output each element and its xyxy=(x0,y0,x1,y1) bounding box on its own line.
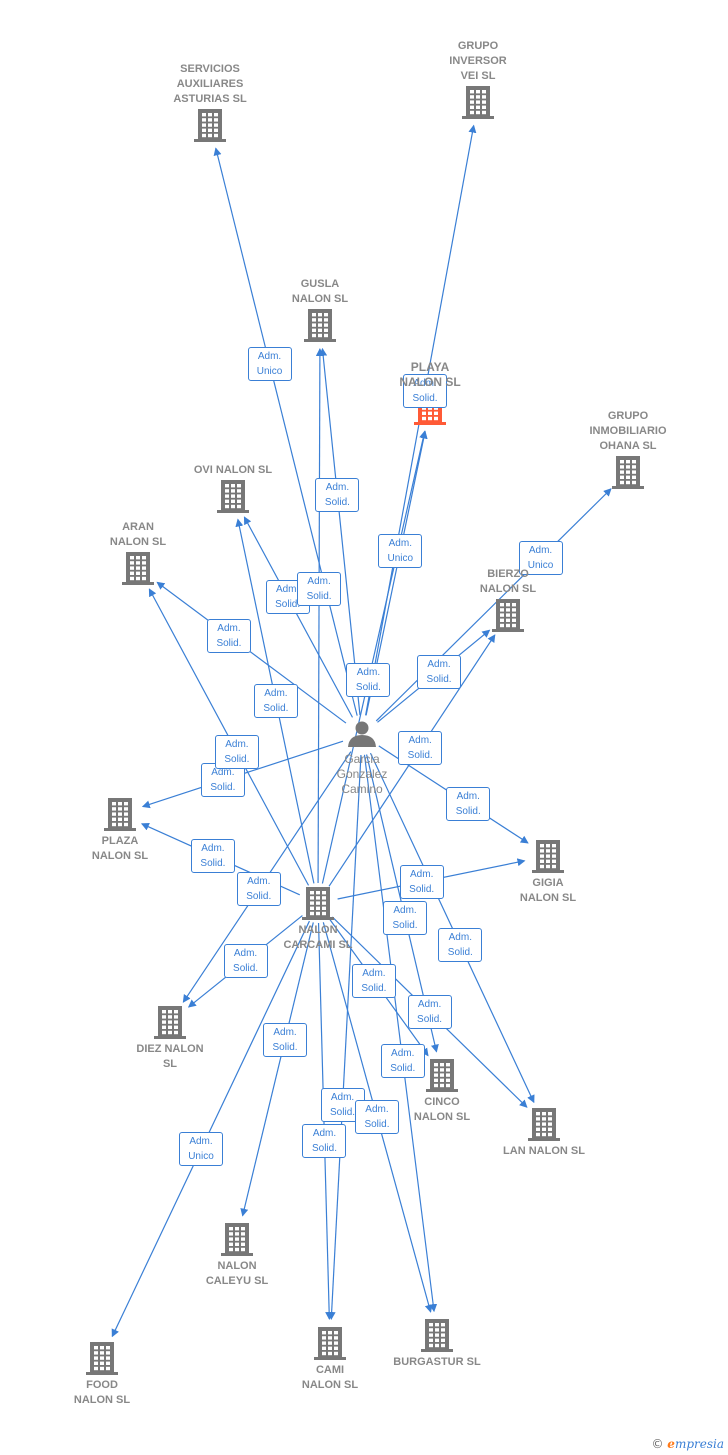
company-label-nalon-carcami[interactable]: NALON CARCAMI SL xyxy=(283,924,353,951)
edge-label-garcia-to-burgastur[interactable]: Adm. Solid. xyxy=(380,1043,425,1078)
company-label-grupo-ohana[interactable]: GRUPO INMOBILIARIO OHANA SL xyxy=(589,410,667,452)
company-label-plaza[interactable]: PLAZA NALON SL xyxy=(91,835,149,862)
edge-label-nalon-carcami-to-ovi[interactable]: Adm. Solid. xyxy=(253,684,298,719)
company-label-lan[interactable]: LAN NALON SL xyxy=(503,1145,585,1157)
edge-garcia-to-lan xyxy=(369,752,535,1104)
building-icon-grupo-inversor[interactable] xyxy=(462,86,494,119)
building-icon-burgastur[interactable] xyxy=(421,1319,453,1352)
edge-garcia-to-cami xyxy=(327,754,362,1321)
company-label-cami[interactable]: CAMI NALON SL xyxy=(301,1364,359,1391)
building-icon-servicios[interactable] xyxy=(194,109,226,142)
edge-garcia-to-aran xyxy=(156,581,347,724)
building-icon-cinco[interactable] xyxy=(426,1059,458,1092)
company-label-ovi[interactable]: OVI NALON SL xyxy=(193,464,273,476)
edge-label-garcia-to-cinco[interactable]: Adm. Solid. xyxy=(383,900,428,935)
edge-label-garcia-to-gusla[interactable]: Adm. Solid. xyxy=(315,478,360,513)
edge-label-garcia-to-grupo-inversor[interactable]: Adm. Solid. xyxy=(403,373,448,408)
edge-nalon-carcami-to-playa xyxy=(321,430,428,884)
edge-nalon-carcami-to-food xyxy=(111,920,310,1338)
company-label-burgastur[interactable]: BURGASTUR SL xyxy=(393,1356,481,1368)
edge-garcia-to-grupo-ohana xyxy=(375,488,612,722)
company-label-grupo-inversor[interactable]: GRUPO INVERSOR VEI SL xyxy=(449,40,507,82)
edge-label-garcia-to-diez[interactable]: Adm. Solid. xyxy=(236,872,281,907)
empresia-logo: © empresia xyxy=(651,1437,724,1451)
edge-label-nalon-carcami-to-plaza[interactable]: Adm. Solid. xyxy=(190,838,235,873)
edge-label-garcia-to-servicios[interactable]: Adm. Unico xyxy=(247,346,292,381)
company-label-food[interactable]: FOOD NALON SL xyxy=(73,1379,131,1406)
person-icon[interactable] xyxy=(348,721,376,748)
edge-nalon-carcami-to-nalon-caleyu xyxy=(240,922,314,1217)
edge-label-garcia-to-lan[interactable]: Adm. Solid. xyxy=(438,928,483,963)
building-icon-bierzo[interactable] xyxy=(492,599,524,632)
company-label-servicios[interactable]: SERVICIOS AUXILIARES ASTURIAS SL xyxy=(173,63,247,105)
building-icon-aran[interactable] xyxy=(122,552,154,585)
company-label-gusla[interactable]: GUSLA NALON SL xyxy=(291,278,349,305)
building-icon-nalon-caleyu[interactable] xyxy=(221,1223,253,1256)
building-icon-grupo-ohana[interactable] xyxy=(612,456,644,489)
edge-label-nalon-carcami-to-food[interactable]: Adm. Unico xyxy=(179,1132,223,1167)
edge-label-nalon-carcami-to-gigia[interactable]: Adm. Solid. xyxy=(399,864,444,899)
building-icon-nalon-carcami[interactable] xyxy=(302,887,334,920)
edge-label-nalon-carcami-to-cami[interactable]: Adm. Solid. xyxy=(302,1123,347,1158)
edge-label-garcia-to-plaza[interactable]: Adm. Solid. xyxy=(200,763,245,798)
edge-garcia-to-burgastur xyxy=(363,754,438,1313)
edge-label-nalon-carcami-to-lan[interactable]: Adm. Solid. xyxy=(407,995,452,1030)
edge-label-nalon-carcami-to-playa[interactable]: Adm. Solid. xyxy=(346,663,391,698)
building-icon-diez[interactable] xyxy=(154,1006,186,1039)
building-icon-food[interactable] xyxy=(86,1342,118,1375)
edge-label-nalon-carcami-to-nalon-caleyu[interactable]: Adm. Solid. xyxy=(263,1022,308,1057)
edge-label-garcia-to-bierzo[interactable]: Adm. Solid. xyxy=(417,654,462,689)
company-label-cinco[interactable]: CINCO NALON SL xyxy=(413,1096,471,1123)
person-label[interactable]: Garcia Gonzalez Camino xyxy=(336,752,388,796)
building-icon-gigia[interactable] xyxy=(532,840,564,873)
building-icon-lan[interactable] xyxy=(528,1108,560,1141)
edge-label-garcia-to-grupo-ohana[interactable]: Adm. Unico xyxy=(518,541,563,576)
edge-label-nalon-carcami-to-diez[interactable]: Adm. Solid. xyxy=(223,944,268,979)
edge-label-garcia-to-gigia[interactable]: Adm. Solid. xyxy=(446,787,491,822)
edge-label-nalon-carcami-to-gusla[interactable]: Adm. Solid. xyxy=(297,572,342,607)
company-label-playa[interactable]: PLAYA NALON SL xyxy=(399,360,461,389)
company-label-gigia[interactable]: GIGIA NALON SL xyxy=(519,877,577,904)
edge-label-nalon-carcami-to-bierzo[interactable]: Adm. Solid. xyxy=(398,731,443,766)
edge-label-nalon-carcami-to-burgastur[interactable]: Adm. Solid. xyxy=(354,1100,399,1135)
edge-garcia-to-ovi xyxy=(243,516,354,718)
building-icon-cami[interactable] xyxy=(314,1327,346,1360)
building-icon-ovi[interactable] xyxy=(217,480,249,513)
edge-label-garcia-to-aran[interactable]: Adm. Solid. xyxy=(206,618,251,653)
building-icon-plaza[interactable] xyxy=(104,798,136,831)
building-icon-gusla[interactable] xyxy=(304,309,336,342)
edge-label-nalon-carcami-to-cinco[interactable]: Adm. Solid. xyxy=(351,963,396,998)
edge-nalon-carcami-to-gusla xyxy=(315,347,324,884)
company-label-nalon-caleyu[interactable]: NALON CALEYU SL xyxy=(205,1260,269,1287)
edge-label-garcia-to-playa[interactable]: Adm. Unico xyxy=(378,533,423,568)
company-label-diez[interactable]: DIEZ NALON SL xyxy=(136,1043,204,1070)
edge-garcia-to-gusla xyxy=(319,347,361,716)
company-label-aran[interactable]: ARAN NALON SL xyxy=(109,521,167,548)
company-label-bierzo[interactable]: BIERZO NALON SL xyxy=(479,568,537,595)
edge-label-nalon-carcami-to-aran[interactable]: Adm. Solid. xyxy=(214,735,259,770)
edge-garcia-to-servicios xyxy=(213,147,358,716)
